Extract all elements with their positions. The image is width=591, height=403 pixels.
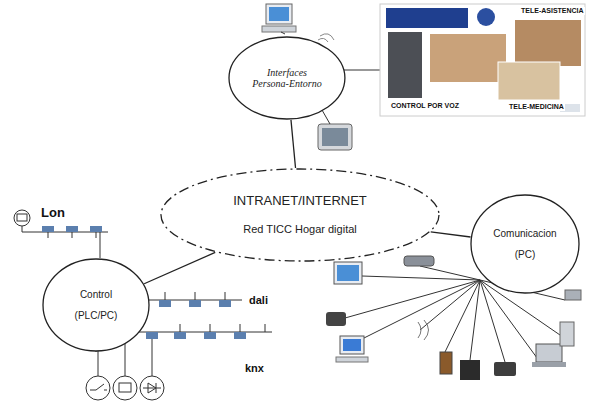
node-outline xyxy=(470,194,580,294)
part-label: dali xyxy=(248,294,269,306)
logo-circle xyxy=(477,8,495,26)
node-text: Red TICC Hogar digital xyxy=(243,223,357,236)
connector-line xyxy=(431,232,471,237)
device-symbol xyxy=(119,383,131,392)
ellipse-node: INTRANET/INTERNET Red TICC Hogar digital xyxy=(160,168,440,262)
circle-node: Comunicacion (PC) xyxy=(470,194,580,294)
diode-symbol xyxy=(143,383,161,393)
computer-icon xyxy=(262,4,296,32)
tv-icon xyxy=(334,262,362,284)
computer-icon xyxy=(336,336,368,362)
device-symbol xyxy=(17,214,27,221)
node-outline-shape xyxy=(229,37,345,119)
node-outline xyxy=(160,168,440,262)
switch-symbol xyxy=(90,384,107,390)
node-outline-shape xyxy=(161,169,439,261)
device-photo xyxy=(388,32,422,98)
speaker-icon xyxy=(440,352,452,374)
node-text: INTRANET/INTERNET xyxy=(233,194,367,209)
tv-screen xyxy=(337,265,359,281)
part-label: knx xyxy=(244,362,265,374)
bus-tap xyxy=(234,332,246,339)
node-text: (PC) xyxy=(515,249,536,261)
switch-symbol xyxy=(86,376,110,400)
assistance-photo xyxy=(515,20,581,66)
screen-shape xyxy=(343,339,361,351)
circle-node: Interfaces Persona-Entorno xyxy=(228,36,346,120)
bus-tap xyxy=(42,226,54,232)
bus-tap xyxy=(159,300,171,307)
part-label: Lon xyxy=(40,206,66,220)
device-symbol xyxy=(14,210,30,226)
logo-banner xyxy=(386,8,468,28)
diode-symbol xyxy=(140,376,164,400)
bus-tap xyxy=(189,300,201,307)
bus-tap xyxy=(90,226,102,232)
tower-icon xyxy=(460,360,480,380)
monitor-shape xyxy=(340,336,364,354)
screen-shape xyxy=(269,7,289,21)
wireless-waves xyxy=(418,320,429,340)
camera-icon xyxy=(565,290,581,300)
bus-tap xyxy=(146,332,158,339)
node-text: (PLC/PC) xyxy=(75,310,118,322)
bus-tap xyxy=(66,226,78,232)
connector-line xyxy=(144,252,215,283)
tablet-shape xyxy=(318,124,352,150)
node-text: Comunicacion xyxy=(493,228,556,240)
photo-collage xyxy=(380,4,585,116)
tablet-icon xyxy=(318,124,352,150)
bus-tap xyxy=(204,332,216,339)
panel-icon xyxy=(560,322,574,346)
laptop-icon xyxy=(532,344,566,367)
device-symbol xyxy=(113,376,137,400)
bus-wire xyxy=(22,226,108,258)
dali-bus xyxy=(148,292,242,307)
node-text: Control xyxy=(80,289,112,301)
part-label: TELE-MEDICINA xyxy=(508,103,565,111)
desk-phone-icon xyxy=(494,362,516,376)
bus-wire xyxy=(148,292,242,300)
node-outline-shape xyxy=(471,195,579,293)
node-outline xyxy=(42,258,150,352)
bus-tap xyxy=(174,332,186,339)
part-label: TELE-ASISTENCIA xyxy=(520,7,585,15)
connector-line xyxy=(291,120,296,168)
circle-node: Control (PLC/PC) xyxy=(42,258,150,352)
laptop-base xyxy=(532,362,566,367)
monitor-shape xyxy=(266,4,292,24)
tv-shape xyxy=(334,262,362,284)
part-label: CONTROL POR VOZ xyxy=(390,102,460,110)
keyboard-shape xyxy=(336,357,368,362)
phone-icon xyxy=(326,312,346,326)
room-photo xyxy=(430,34,506,82)
wireless-waves xyxy=(318,34,334,42)
node-text: Interfaces Persona-Entorno xyxy=(249,67,326,90)
laptop-screen xyxy=(536,344,562,362)
medicine-photo xyxy=(498,62,560,100)
keyboard-shape xyxy=(262,26,296,32)
node-outline-shape xyxy=(43,259,149,351)
tablet-screen xyxy=(322,128,348,146)
settop-box-icon xyxy=(404,256,434,266)
bus-tap xyxy=(219,300,231,307)
collage-frame xyxy=(380,4,585,116)
